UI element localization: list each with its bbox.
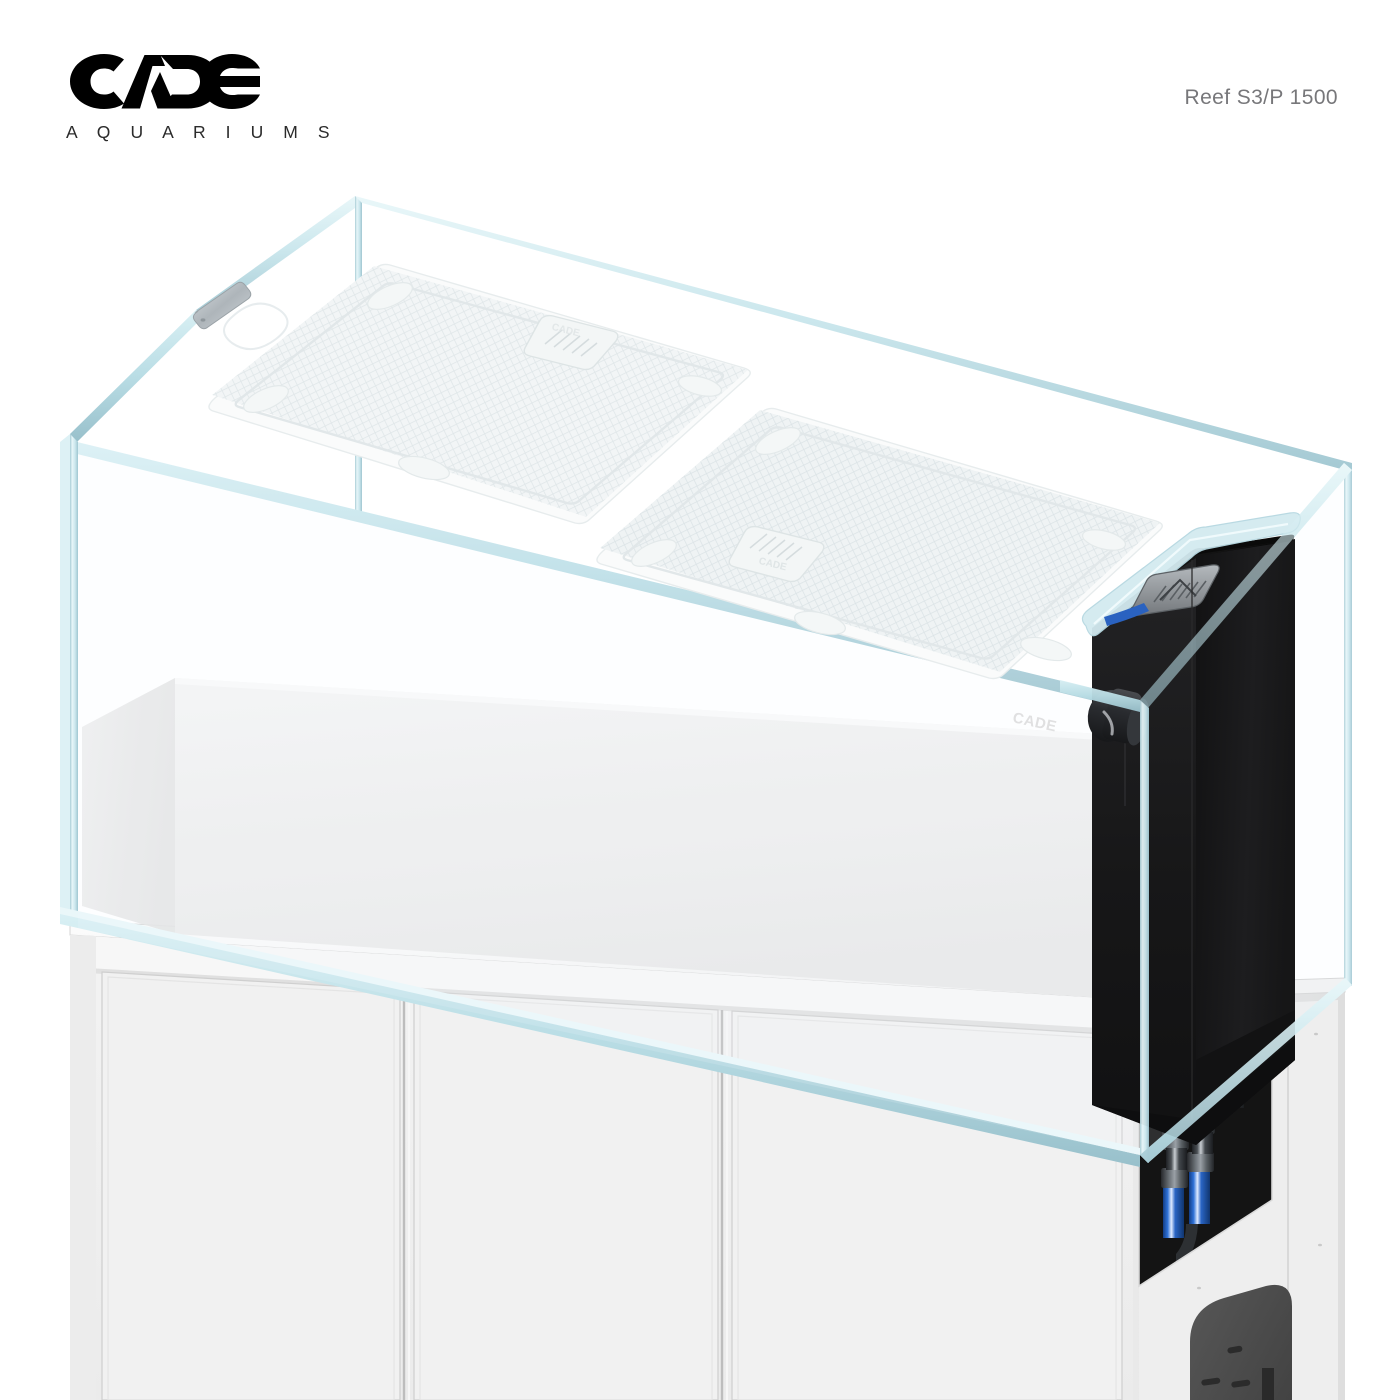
rim-bracket-clip[interactable] xyxy=(192,281,252,330)
mesh-lids: CADE xyxy=(208,263,1163,680)
interior-left-panel xyxy=(82,678,175,934)
mesh-lid-right-corner-pads xyxy=(631,427,1127,662)
glass-rim-bottom-right-fg xyxy=(1140,978,1352,1163)
product-model-label: Reef S3/P 1500 xyxy=(1184,86,1338,109)
mesh-lid-left-corner-pads xyxy=(243,282,723,481)
glass-rim-front-left xyxy=(70,310,203,442)
glass-edges-foreground xyxy=(1060,463,1352,1163)
mesh-lid-right-handle-slots xyxy=(749,533,803,561)
tank-interior-panels xyxy=(82,678,1133,1000)
glass-post-front-left xyxy=(70,434,78,928)
cabinet-left-edge xyxy=(70,935,96,1400)
brand-block: A Q U A R I U M S xyxy=(64,50,330,160)
cabinet-top-rail xyxy=(70,935,1133,1030)
cabinet-doors xyxy=(101,971,1123,1400)
vent-panel xyxy=(1190,1285,1292,1400)
glass-front-pane[interactable] xyxy=(78,442,1140,1155)
glass-rim-bottom-front-hi xyxy=(60,907,1140,1155)
glass-post-front-left-inner xyxy=(60,434,70,920)
door-left-inner-bevel xyxy=(107,976,395,1400)
overflow-blue-pipe xyxy=(1104,603,1149,626)
mesh-lid-left[interactable]: CADE xyxy=(208,263,751,525)
door-right[interactable] xyxy=(731,1010,1123,1400)
interior-back-panel xyxy=(175,678,1133,1000)
glass-rim-right-side-fg xyxy=(1140,463,1352,708)
door-center-inner-bevel xyxy=(419,995,713,1400)
glass-rim-bottom-front xyxy=(60,912,1140,1167)
overflow-side-face xyxy=(1196,539,1295,1145)
mesh-lid-right-inner-border xyxy=(622,426,1137,660)
mesh-lid-left-handle[interactable]: CADE xyxy=(523,314,619,371)
lid-corner-loop xyxy=(223,302,289,350)
mesh-lid-left-handle-slots xyxy=(544,329,598,357)
cade-logo xyxy=(64,50,264,112)
door-left[interactable] xyxy=(101,971,401,1400)
glass-rim-back-right xyxy=(355,196,1352,472)
glass-post-back-right xyxy=(1344,463,1352,986)
vent-slots xyxy=(1201,1345,1251,1388)
brand-tagline: A Q U A R I U M S xyxy=(66,122,338,142)
glass-post-front-right-fg xyxy=(1140,700,1149,1163)
interior-back-panel-top-edge xyxy=(175,678,1133,742)
glass-rim-front-top-fg xyxy=(1060,680,1140,712)
mesh-lid-right[interactable]: CADE xyxy=(596,407,1163,680)
overflow-rim-inner-hi xyxy=(1093,522,1289,625)
door-center[interactable] xyxy=(413,990,719,1400)
door-right-inner-bevel xyxy=(737,1015,1117,1400)
overflow-intake-grate[interactable] xyxy=(1131,564,1220,616)
mesh-lid-left-inner-border xyxy=(234,282,725,505)
mesh-lid-right-handle[interactable]: CADE xyxy=(728,525,825,583)
